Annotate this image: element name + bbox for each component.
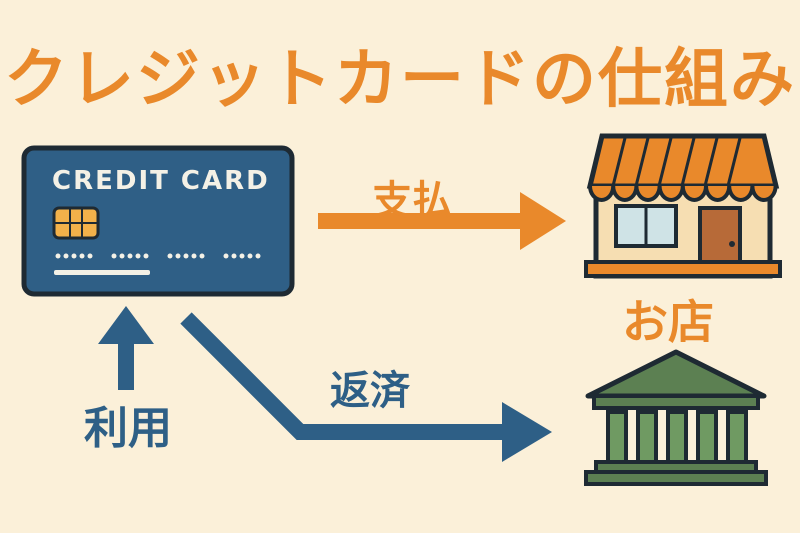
card-label: CREDIT CARD xyxy=(52,166,270,196)
repay-arrow xyxy=(180,312,552,462)
use-arrow xyxy=(98,306,154,390)
diagram-title: クレジットカードの仕組み xyxy=(4,43,796,117)
card-chip-icon xyxy=(52,206,100,240)
card-name-line xyxy=(54,270,150,275)
use-label: 利用 xyxy=(84,403,172,454)
shop-label: お店 xyxy=(622,295,714,349)
bank-icon xyxy=(584,349,768,486)
card-number-dots xyxy=(55,253,261,259)
pay-label: 支払 xyxy=(372,178,452,224)
pay-arrow xyxy=(318,192,566,250)
store-icon xyxy=(584,133,782,279)
repay-label: 返済 xyxy=(330,368,410,414)
credit-card-icon xyxy=(21,145,295,297)
